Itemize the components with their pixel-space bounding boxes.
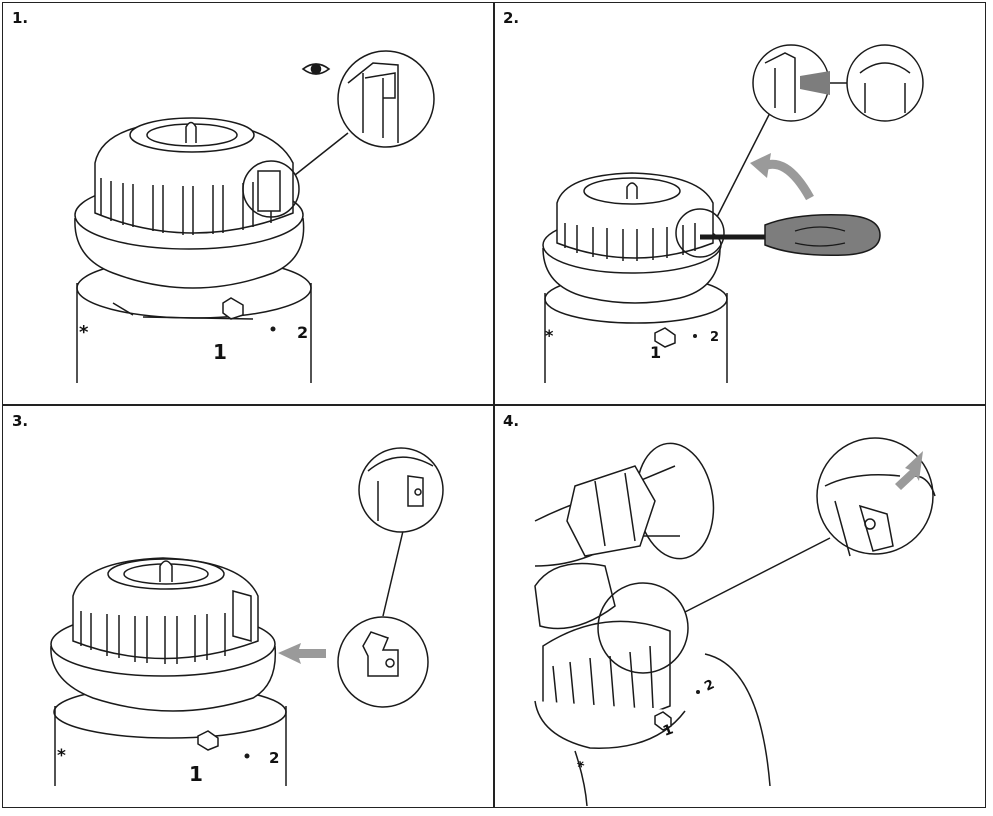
scale-mark-2: 2 bbox=[710, 330, 719, 345]
zoom-detail-a bbox=[358, 447, 444, 533]
panel-step-4: 4. bbox=[495, 406, 985, 807]
scale-mark-1: 1 bbox=[189, 762, 203, 786]
zoom-detail bbox=[816, 437, 934, 555]
panel-step-1: 1. bbox=[3, 3, 493, 404]
thermostat-body bbox=[544, 293, 728, 383]
frost-symbol: * bbox=[79, 322, 89, 343]
panel-step-2: 2. bbox=[495, 3, 985, 404]
thermostat-illustration: * 1 2 bbox=[74, 50, 435, 383]
push-arrow-icon bbox=[278, 643, 326, 664]
thermostat-body bbox=[574, 653, 771, 807]
frost-symbol: * bbox=[576, 758, 588, 776]
zoom-marker bbox=[675, 208, 725, 258]
scale-mark-2: 2 bbox=[297, 323, 308, 342]
thermostat-illustration: * 1 2 bbox=[542, 44, 924, 383]
screwdriver-tip-detail bbox=[800, 71, 830, 95]
frost-symbol: * bbox=[545, 326, 554, 345]
panel-step-3: 3. * bbox=[3, 406, 493, 807]
thermostat-illustration: * 1 2 bbox=[50, 447, 444, 786]
hex-nut bbox=[566, 465, 656, 557]
thermostat-body bbox=[54, 706, 287, 786]
scale-mark-1: 1 bbox=[650, 343, 661, 362]
step-number: 3. bbox=[12, 412, 29, 430]
zoom-marker bbox=[242, 160, 300, 218]
eye-icon bbox=[301, 63, 331, 75]
scale-mark-2: 2 bbox=[269, 749, 279, 767]
zoom-detail-b bbox=[846, 44, 924, 122]
step-number: 4. bbox=[503, 412, 520, 430]
scale-dot bbox=[693, 334, 697, 338]
clip bbox=[257, 170, 281, 212]
screwdriver-icon bbox=[700, 213, 881, 257]
zoom-detail bbox=[337, 50, 435, 148]
step-number: 1. bbox=[12, 9, 29, 27]
push-arrow-icon bbox=[895, 451, 923, 490]
grid-divider-horizontal bbox=[2, 404, 986, 406]
scale-dot bbox=[696, 690, 700, 694]
scale-mark-1: 1 bbox=[213, 340, 227, 364]
zoom-marker bbox=[597, 582, 689, 674]
thermostat-body bbox=[76, 283, 312, 383]
valve-illustration: * 1 2 bbox=[534, 437, 936, 807]
scale-mark-2: 2 bbox=[702, 677, 717, 694]
frost-symbol: * bbox=[57, 746, 66, 766]
scale-dot bbox=[270, 326, 276, 332]
clip-part-icon bbox=[362, 631, 399, 677]
adapter-ring bbox=[534, 700, 686, 749]
scale-dot bbox=[244, 753, 250, 759]
step-number: 2. bbox=[503, 9, 520, 27]
